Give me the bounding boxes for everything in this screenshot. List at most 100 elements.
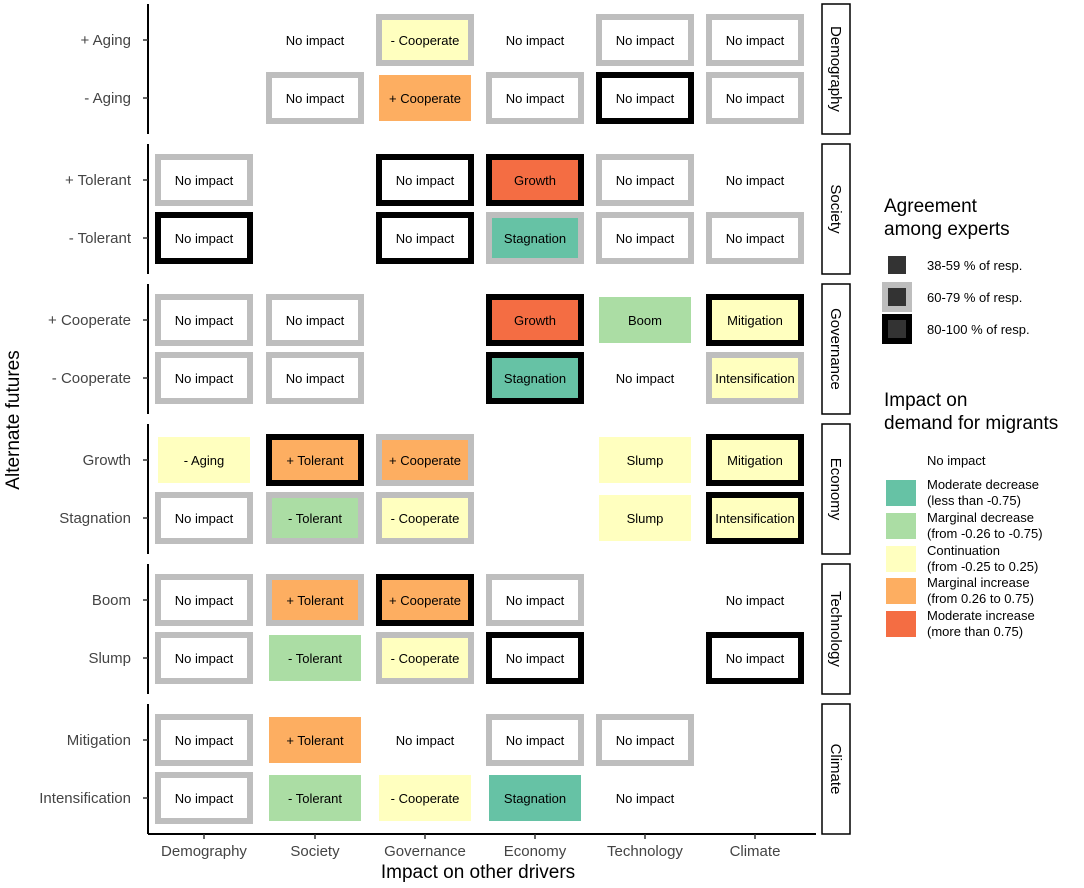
cell-tile [155, 294, 253, 346]
cell-mitigation-technology: No impact [596, 714, 694, 766]
cell-label: No impact [506, 651, 565, 666]
cell-mitigation-society: + Tolerant [269, 717, 361, 763]
cell-slump-demography: No impact [155, 632, 253, 684]
cell-label: No impact [506, 33, 565, 48]
facet-strip [821, 3, 851, 135]
cell-label: Stagnation [504, 371, 566, 386]
facet-strip-label: Economy [827, 458, 844, 521]
cell-label: Intensification [715, 371, 795, 386]
cell-tile [379, 75, 471, 121]
cell-tile [155, 212, 253, 264]
legend-agreement-title: among experts [884, 219, 1010, 240]
cell-label: No impact [396, 231, 455, 246]
cell-tile [596, 212, 694, 264]
cell-label: Growth [514, 313, 556, 328]
legend-agreement-item-80-100: 80-100 % of resp. [882, 314, 1030, 344]
cell-label: Boom [628, 313, 662, 328]
legend-impact-item-moderate_decrease: Moderate decrease(less than -0.75) [886, 477, 1039, 508]
cell-mitigation-governance: No impact [379, 717, 471, 763]
cell-label: No impact [175, 593, 234, 608]
legend-impact-title: demand for migrants [884, 413, 1058, 434]
x-tick-label: Governance [384, 843, 466, 860]
cell-tile [599, 495, 691, 541]
legend-impact-swatch [886, 578, 916, 604]
cell-plus-tolerant-economy: Growth [486, 154, 584, 206]
cell-growth-climate: Mitigation [706, 434, 804, 486]
facet-strip-label: Demography [827, 26, 844, 112]
cell-tile [486, 154, 584, 206]
cell-intensification-society: - Tolerant [269, 775, 361, 821]
cell-label: + Cooperate [389, 453, 461, 468]
x-tick-label: Society [290, 843, 340, 860]
cell-tile [376, 212, 474, 264]
legend-agreement-label: 38-59 % of resp. [927, 258, 1022, 273]
cell-label: No impact [726, 173, 785, 188]
cell-label: No impact [506, 91, 565, 106]
legend-agreement-label: 80-100 % of resp. [927, 322, 1030, 337]
cell-label: - Tolerant [288, 791, 342, 806]
cell-boom-society: + Tolerant [266, 574, 364, 626]
legend-impact-label: No impact [927, 453, 986, 468]
y-tick-label: - Tolerant [69, 230, 132, 247]
legend-impact-label: Continuation [927, 543, 1000, 558]
cell-label: No impact [175, 791, 234, 806]
legend-impact-label: Marginal decrease [927, 510, 1034, 525]
y-tick-label: Mitigation [67, 732, 131, 749]
legend-agreement-title: Agreement [884, 196, 978, 217]
cell-label: No impact [175, 651, 234, 666]
cell-tile [486, 72, 584, 124]
cell-growth-technology: Slump [599, 437, 691, 483]
cell-plus-cooperate-technology: Boom [599, 297, 691, 343]
cell-tile [596, 14, 694, 66]
cell-tile [706, 14, 804, 66]
legend-impact-swatch [886, 546, 916, 572]
cell-tile [155, 154, 253, 206]
facet-strip [821, 423, 851, 555]
cell-plus-tolerant-technology: No impact [596, 154, 694, 206]
cell-label: No impact [616, 33, 675, 48]
cell-minus-tolerant-technology: No impact [596, 212, 694, 264]
cell-label: No impact [286, 313, 345, 328]
cell-label: - Aging [184, 453, 224, 468]
cell-tile [155, 492, 253, 544]
legend-impact-label: Marginal increase [927, 575, 1030, 590]
legend-agreement-swatch [888, 320, 906, 338]
cell-label: Mitigation [727, 313, 783, 328]
legend-impact-label: (more than 0.75) [927, 624, 1023, 639]
cell-label: No impact [175, 313, 234, 328]
cell-tile [486, 352, 584, 404]
cell-label: No impact [286, 91, 345, 106]
cell-label: - Tolerant [288, 511, 342, 526]
cell-label: No impact [616, 733, 675, 748]
cell-label: - Cooperate [391, 33, 460, 48]
cell-label: No impact [396, 733, 455, 748]
cell-label: + Tolerant [286, 593, 344, 608]
facet-strip [821, 283, 851, 415]
cell-tile [599, 775, 691, 821]
legend-impact-item-continuation: Continuation(from -0.25 to 0.25) [886, 543, 1038, 574]
cell-tile [376, 574, 474, 626]
x-tick-label: Technology [607, 843, 683, 860]
cell-plus-aging-society: No impact [269, 17, 361, 63]
cell-tile [269, 775, 361, 821]
cell-tile [376, 632, 474, 684]
cell-tile [706, 294, 804, 346]
cell-slump-society: - Tolerant [269, 635, 361, 681]
legend-agreement-label: 60-79 % of resp. [927, 290, 1022, 305]
cell-label: - Tolerant [288, 651, 342, 666]
cell-stagnation-governance: - Cooperate [376, 492, 474, 544]
cell-tile [376, 492, 474, 544]
cell-label: Growth [514, 173, 556, 188]
cell-label: No impact [616, 371, 675, 386]
cell-plus-aging-climate: No impact [706, 14, 804, 66]
cell-label: No impact [726, 651, 785, 666]
cell-label: No impact [175, 173, 234, 188]
facet-strip-label: Society [827, 184, 844, 234]
legend-impact-item-moderate_increase: Moderate increase(more than 0.75) [886, 608, 1035, 639]
cell-slump-climate: No impact [706, 632, 804, 684]
cell-minus-aging-governance: + Cooperate [379, 75, 471, 121]
y-tick-label: - Aging [84, 90, 131, 107]
cell-label: No impact [616, 91, 675, 106]
